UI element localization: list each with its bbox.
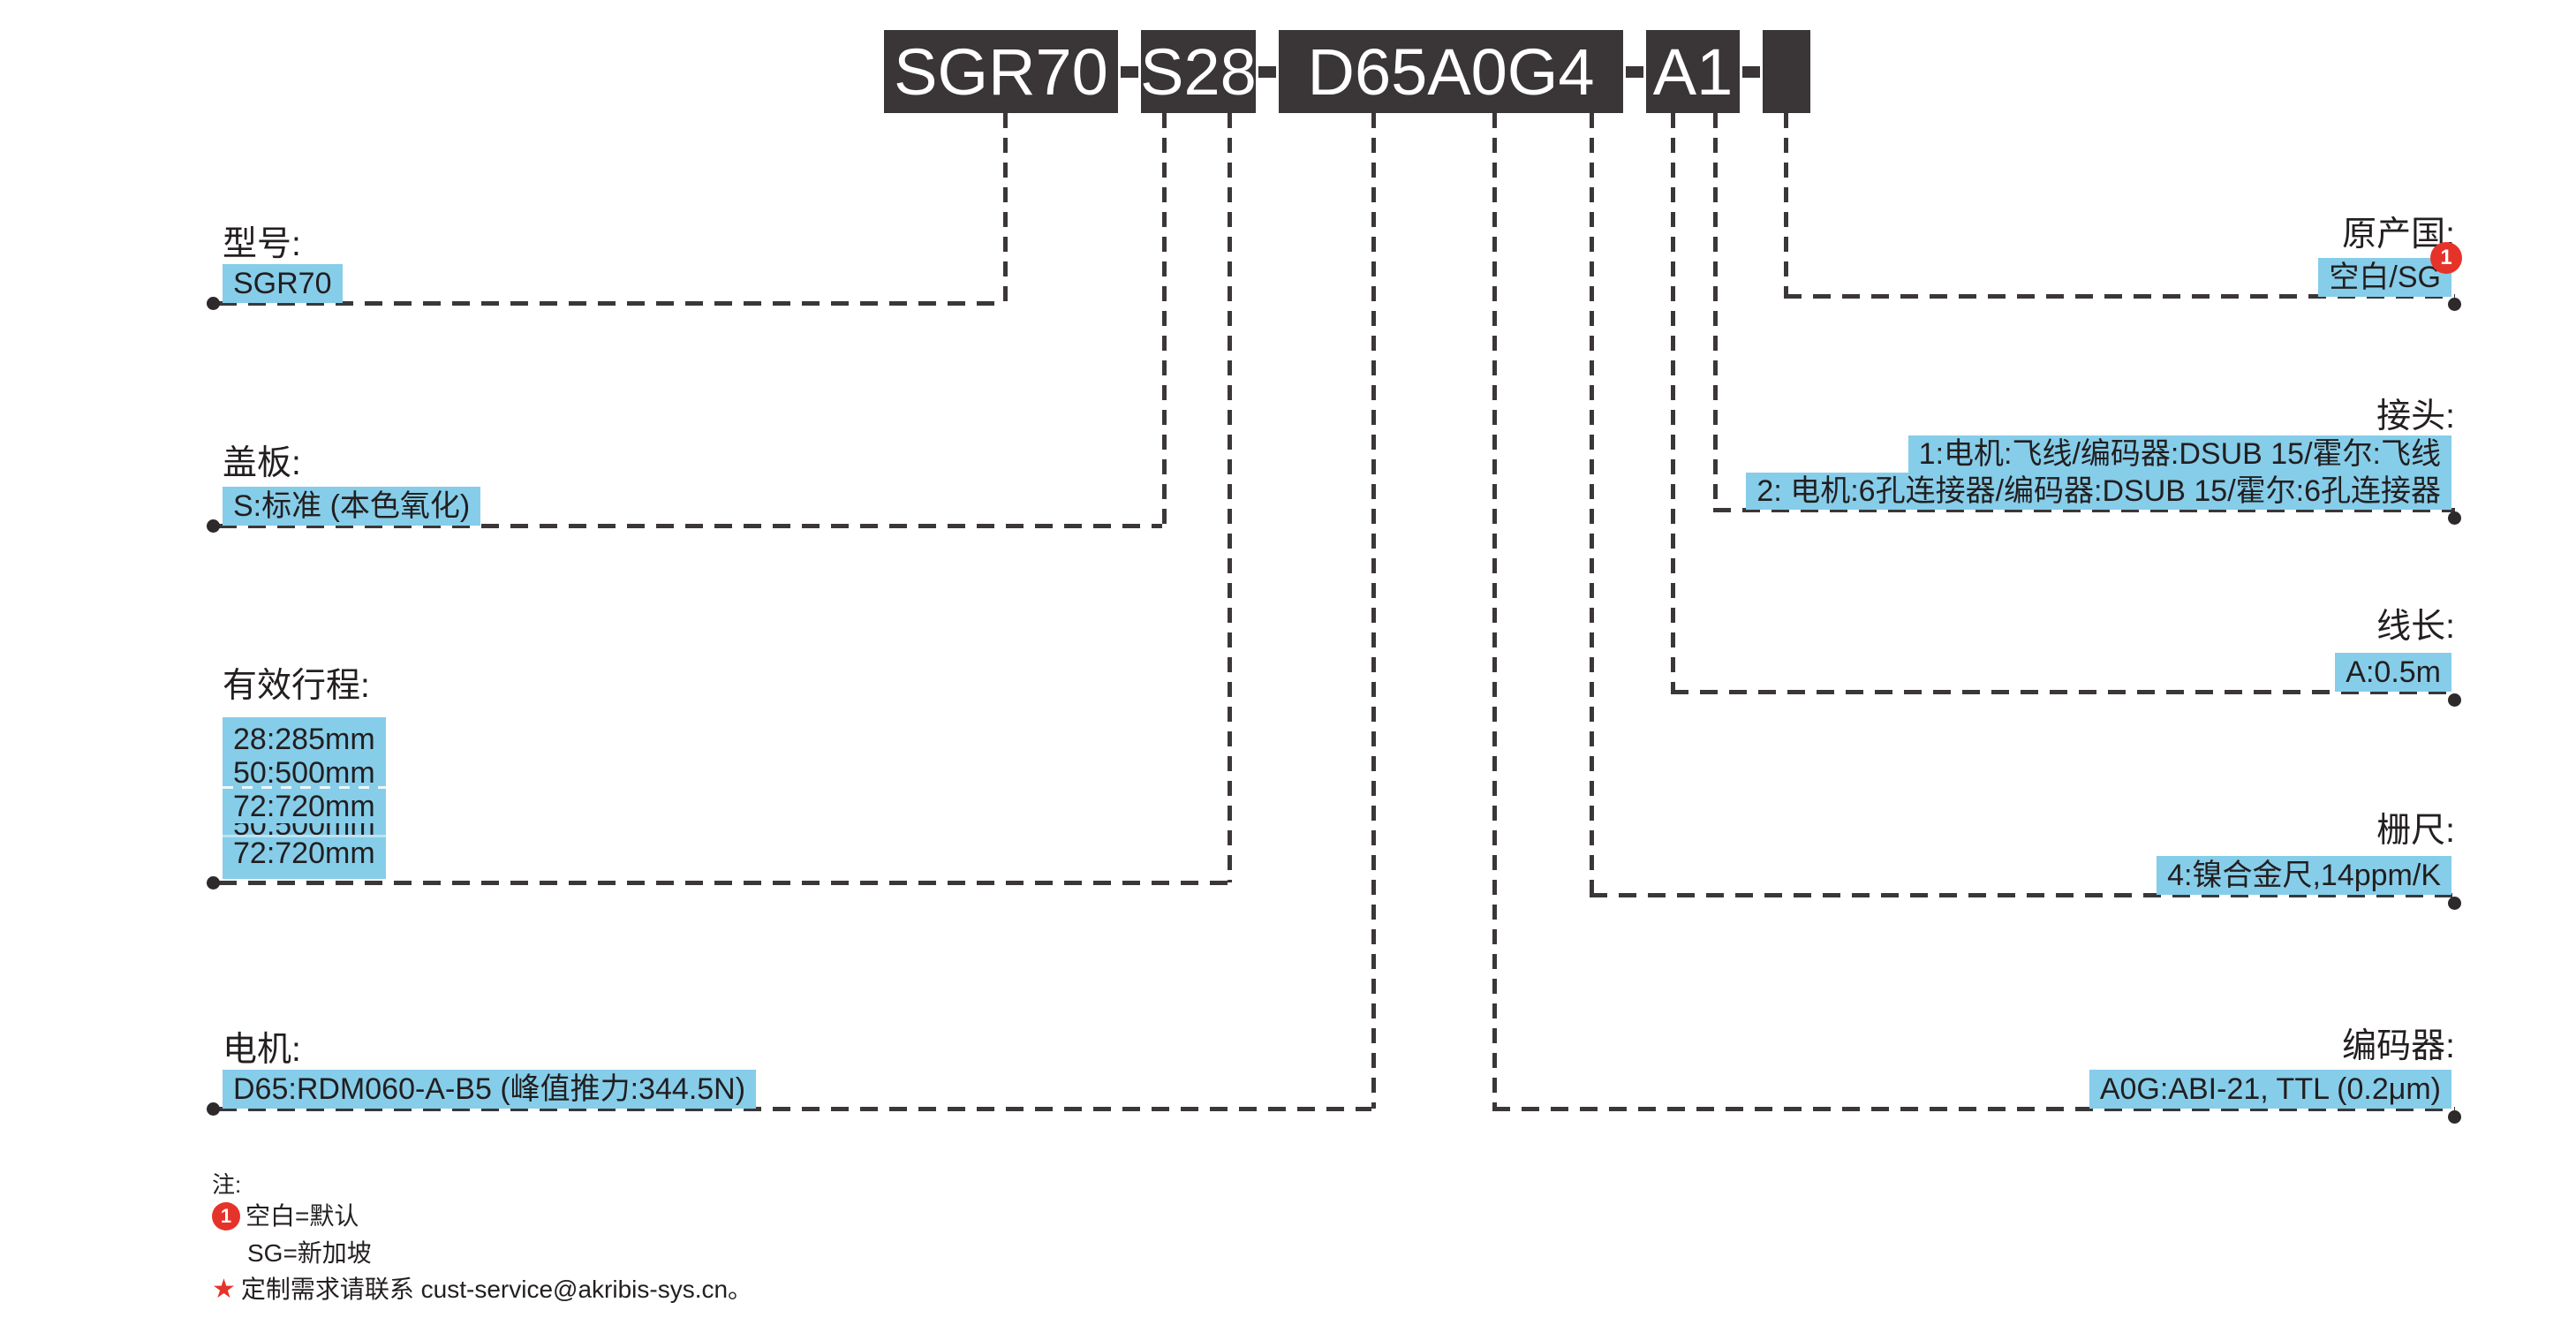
connector-vline-cover xyxy=(1162,113,1167,526)
connector-vline-connector xyxy=(1713,113,1718,510)
field-value-model: SGR70 xyxy=(223,264,343,303)
line-end-dot xyxy=(207,876,220,890)
stroke-option-clipped: 50:500mm xyxy=(233,823,375,837)
stroke-option: 72:720mm xyxy=(233,790,375,823)
note-default: 1 空白=默认 xyxy=(212,1201,359,1231)
connector-vline-cable xyxy=(1671,113,1675,692)
connector-hline-motor xyxy=(219,1107,1371,1111)
field-label-stroke: 有效行程: xyxy=(223,667,370,705)
connector-hline-stroke xyxy=(219,881,1228,885)
field-label-encoder: 编码器: xyxy=(2342,1027,2455,1065)
star-icon: ★ xyxy=(212,1275,236,1304)
stroke-option-clipped-text: 50:500mm xyxy=(233,823,375,837)
code-segment-motor-encoder-scale: D65A0G4 xyxy=(1279,30,1623,113)
connector-vline-encoder xyxy=(1492,113,1497,1109)
field-label-connector: 接头: xyxy=(2376,398,2455,435)
field-value-stroke: 28:285mm 50:500mm 72:720mm 50:500mm 72:7… xyxy=(223,717,386,879)
connector-hline-origin xyxy=(1784,294,2455,299)
connector-hline-scale xyxy=(1590,893,2455,897)
note-ref-badge-icon: 1 xyxy=(2430,242,2462,274)
line-end-dot xyxy=(207,1102,220,1116)
overlap-artifact-line xyxy=(223,786,412,789)
field-value-connector-1: 1:电机:飞线/编码器:DSUB 15/霍尔:飞线 xyxy=(1907,435,2451,473)
connector-vline-model xyxy=(1003,113,1008,303)
field-value-cover: S:标准 (本色氧化) xyxy=(223,487,481,526)
code-separator xyxy=(1258,65,1276,78)
stroke-option: 72:720mm xyxy=(223,835,386,870)
code-segment-cable-connector: A1 xyxy=(1646,30,1740,113)
note-sg-text: SG=新加坡 xyxy=(247,1239,372,1267)
field-value-scale: 4:镍合金尺,14ppm/K xyxy=(2157,856,2451,895)
connector-vline-scale xyxy=(1590,113,1594,895)
field-label-cable-length: 线长: xyxy=(2376,608,2455,646)
line-end-dot xyxy=(2448,298,2461,311)
field-label-motor: 电机: xyxy=(223,1031,301,1069)
line-end-dot xyxy=(2448,693,2461,707)
field-label-scale: 栅尺: xyxy=(2376,812,2455,850)
field-label-model: 型号: xyxy=(223,225,301,263)
field-label-cover: 盖板: xyxy=(223,444,301,482)
connector-hline-cover xyxy=(219,524,1162,528)
connector-vline-stroke xyxy=(1228,113,1232,882)
line-end-dot xyxy=(207,519,220,533)
code-separator xyxy=(1121,65,1138,78)
field-value-motor: D65:RDM060-A-B5 (峰值推力:344.5N) xyxy=(223,1070,757,1109)
code-segment-blank xyxy=(1763,30,1810,113)
connector-hline-cable xyxy=(1671,690,2455,694)
connector-hline-encoder xyxy=(1492,1107,2455,1111)
stroke-option: 50:500mm xyxy=(233,756,375,790)
field-value-encoder: A0G:ABI-21, TTL (0.2μm) xyxy=(2089,1070,2451,1109)
connector-hline-connector xyxy=(1713,508,2455,512)
field-value-connector-2: 2: 电机:6孔连接器/编码器:DSUB 15/霍尔:6孔连接器 xyxy=(1746,473,2451,510)
notes-heading: 注: xyxy=(212,1171,242,1198)
note-custom-text: 定制需求请联系 cust-service@akribis-sys.cn。 xyxy=(240,1275,753,1303)
note-badge-icon: 1 xyxy=(212,1202,240,1230)
line-end-dot xyxy=(2448,897,2461,910)
connector-vline-motor xyxy=(1371,113,1376,1109)
product-code: SGR70 S28 D65A0G4 A1 xyxy=(884,30,1810,113)
line-end-dot xyxy=(2448,1110,2461,1124)
field-value-origin: 空白/SG 1 xyxy=(2318,242,2462,297)
line-end-dot xyxy=(2448,511,2461,525)
origin-value-text: 空白/SG xyxy=(2329,261,2441,294)
code-segment-model: SGR70 xyxy=(884,30,1118,113)
connector-vline-origin xyxy=(1784,113,1788,296)
field-value-cable-length: A:0.5m xyxy=(2335,653,2451,692)
code-segment-cover-stroke: S28 xyxy=(1140,30,1257,113)
note-default-text: 空白=默认 xyxy=(246,1202,359,1230)
note-custom: ★ 定制需求请联系 cust-service@akribis-sys.cn。 xyxy=(212,1274,752,1305)
connector-hline-model xyxy=(219,301,1003,306)
code-separator xyxy=(1742,65,1760,78)
code-separator xyxy=(1626,65,1643,78)
line-end-dot xyxy=(207,297,220,310)
stroke-option: 28:285mm xyxy=(233,723,375,756)
